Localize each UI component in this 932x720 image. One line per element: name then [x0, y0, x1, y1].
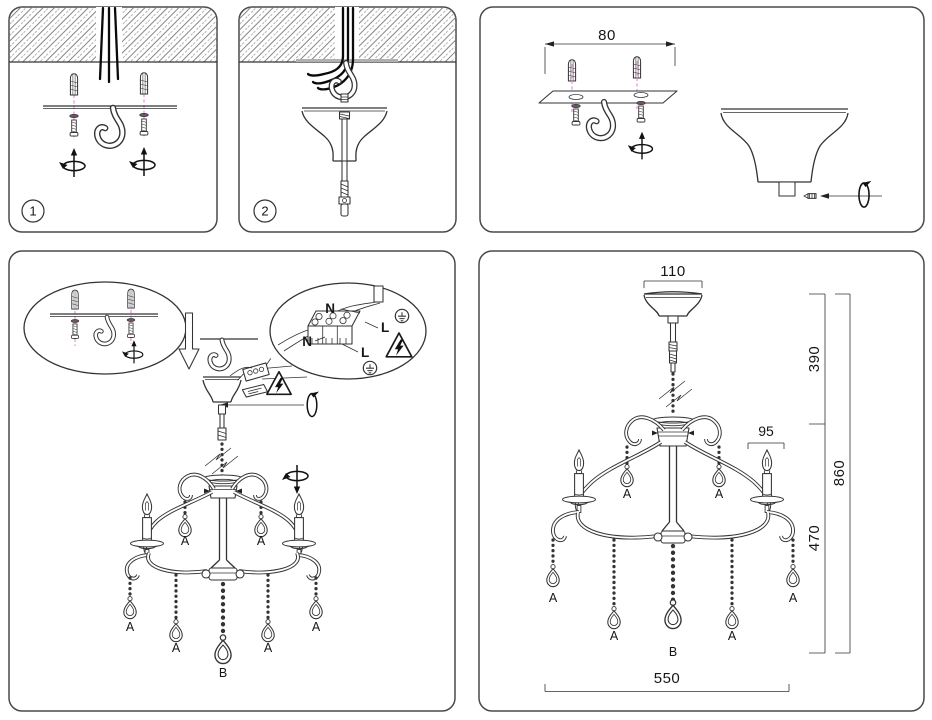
pendant-label-a: A [728, 629, 737, 643]
live-label: L [381, 320, 389, 335]
pendant-label-a: A [715, 487, 724, 501]
break-symbol [665, 388, 693, 408]
step-badge: 1 [21, 199, 45, 223]
dimension-390-470: 390 470 [806, 293, 826, 654]
panel-step-2: 2 [238, 6, 457, 233]
pendant-label-a: A [264, 641, 273, 655]
earth-icon [394, 308, 410, 324]
dim-390-text: 390 [806, 346, 823, 373]
canopy-terminal-block [237, 358, 272, 382]
pendant-label-a: A [549, 591, 558, 605]
wall-anchor [69, 73, 79, 96]
screw [139, 118, 149, 136]
side-screw [803, 193, 817, 199]
dimension-110: 110 [643, 263, 703, 288]
screw [571, 108, 581, 126]
break-symbol [204, 447, 232, 467]
washer [636, 100, 646, 106]
break-symbol [658, 380, 686, 400]
pendant-label-b: B [219, 666, 227, 680]
ceiling-hatch [9, 7, 217, 63]
panel-dimensions: 110 A [478, 250, 925, 712]
neutral-label: N [302, 334, 312, 349]
pendant-label-a: A [126, 620, 135, 634]
pendant-label-b: B [669, 645, 677, 659]
canopy [202, 366, 253, 403]
earth-icon [362, 360, 378, 376]
dimension-550: 550 [544, 670, 790, 692]
down-arrow-icon [178, 312, 200, 370]
dimension-860: 860 [831, 293, 851, 654]
canopy-wire [229, 366, 253, 377]
threaded-rod [338, 93, 351, 217]
panel-frame [479, 6, 925, 233]
pendant-label-a: A [789, 591, 798, 605]
canopy [643, 291, 703, 324]
dim-95-text: 95 [758, 423, 774, 439]
mounting-plate [538, 90, 678, 104]
wall-anchor [139, 72, 149, 95]
pendant-label-a: A [172, 641, 181, 655]
washer [571, 103, 581, 109]
break-symbol [211, 455, 239, 475]
dim-470-text: 470 [806, 525, 823, 552]
step-number: 1 [29, 204, 36, 219]
warning-tag [241, 383, 269, 398]
dim-110-text: 110 [660, 263, 685, 280]
chandelier: A A A A A [123, 472, 323, 680]
pendant-label-a: A [181, 534, 190, 548]
dim-80-text: 80 [598, 27, 616, 44]
panel-plate-detail: 80 [479, 6, 925, 233]
panel-step-1: 1 [8, 6, 218, 233]
dim-860-text: 860 [831, 460, 848, 487]
washer [139, 112, 149, 118]
power-wires [98, 6, 120, 84]
screw [636, 105, 646, 123]
step-number: 2 [261, 204, 268, 219]
step-badge: 2 [253, 199, 277, 223]
bottom-hub [653, 521, 693, 544]
live-label: L [361, 345, 369, 360]
suspension-rod [204, 404, 239, 478]
pendant-label-a: A [257, 534, 266, 548]
neutral-label: N [325, 301, 335, 316]
screw [69, 119, 79, 137]
canopy-side-view [720, 108, 849, 197]
bottom-hub [201, 559, 245, 581]
pendant-label-a: A [623, 487, 632, 501]
pendant-label-a: A [610, 629, 619, 643]
panel-frame [478, 250, 925, 712]
washer [69, 113, 79, 119]
dimension-95: 95 [747, 423, 785, 449]
dim-550-text: 550 [654, 670, 681, 687]
dimension-80: 80 [544, 27, 676, 74]
screw-direction-arrow [820, 193, 882, 199]
top-hub [652, 427, 694, 447]
cable-conduit [373, 285, 384, 303]
panel-assembly: N L N L [8, 250, 456, 712]
suspension-rod [658, 322, 693, 418]
pendant-label-a: A [312, 620, 321, 634]
wires [277, 329, 309, 352]
chandelier: A A 95 A [546, 415, 800, 659]
